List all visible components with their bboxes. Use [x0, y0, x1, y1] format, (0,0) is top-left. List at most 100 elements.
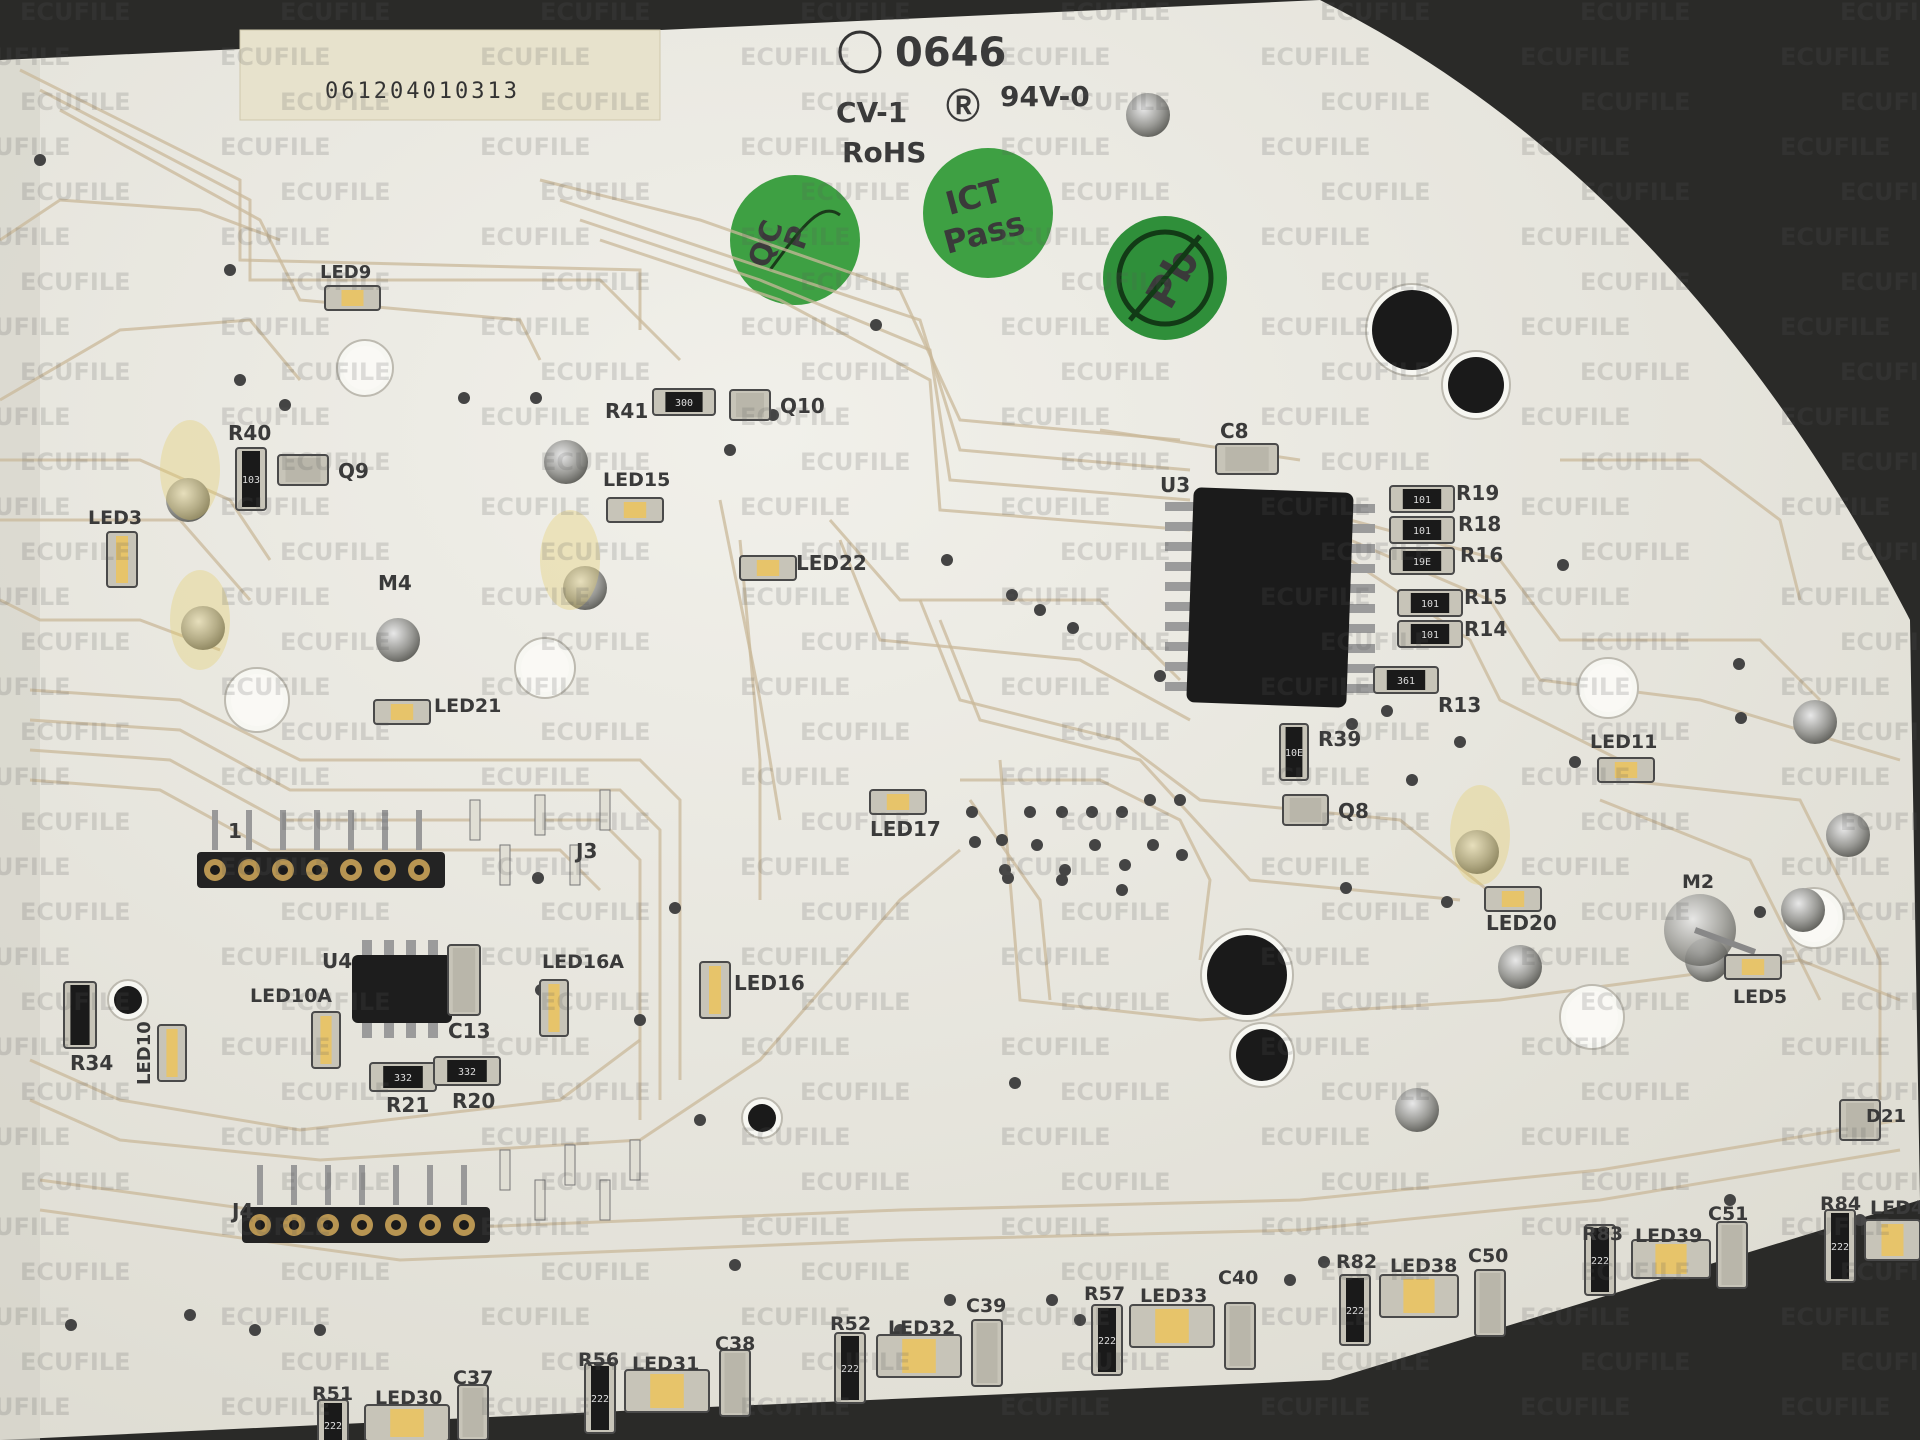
watermark-text: ECUFILE: [20, 988, 131, 1016]
u4-pin-top-3: [428, 940, 438, 960]
pad-4: [376, 618, 420, 662]
j3-stub-1: [534, 794, 546, 836]
watermark-text: ECUFILE: [1520, 763, 1631, 791]
watermark-text: ECUFILE: [540, 1168, 651, 1196]
r20-code: 332: [458, 1067, 476, 1078]
watermark-text: ECUFILE: [540, 898, 651, 926]
via-56: [1046, 1294, 1058, 1306]
watermark-text: ECUFILE: [1000, 853, 1111, 881]
watermark-text: ECUFILE: [1580, 88, 1691, 116]
designator-1: 1: [228, 819, 242, 843]
watermark-text: ECUFILE: [0, 763, 71, 791]
watermark-text: ECUFILE: [1520, 673, 1631, 701]
watermark-text: ECUFILE: [1780, 1393, 1891, 1421]
watermark-text: ECUFILE: [0, 1213, 71, 1241]
hole-8: [1566, 991, 1618, 1043]
via-9: [941, 554, 953, 566]
r20-top: [447, 1060, 487, 1082]
j3-lead-5: [382, 810, 388, 850]
watermark-text: ECUFILE: [280, 1078, 391, 1106]
r52-code: 222: [841, 1364, 859, 1375]
watermark-text: ECUFILE: [1000, 1303, 1111, 1331]
watermark-text: ECUFILE: [1840, 988, 1920, 1016]
trace-3: [0, 198, 281, 242]
led16a: [539, 979, 569, 1037]
led17: [869, 789, 927, 815]
watermark-text: ECUFILE: [1840, 88, 1920, 116]
watermark-text: ECUFILE: [1060, 268, 1171, 296]
watermark-text: ECUFILE: [1000, 673, 1111, 701]
watermark-text: ECUFILE: [1260, 1303, 1371, 1331]
watermark-text: ECUFILE: [540, 178, 651, 206]
j3-pin-hole-3: [312, 865, 322, 875]
r15: 101: [1397, 589, 1463, 617]
watermark-text: ECUFILE: [280, 988, 391, 1016]
hole-1: [231, 674, 283, 726]
c13: [447, 944, 481, 1016]
designator-d21: D21: [1866, 1106, 1906, 1127]
designator-r21: R21: [386, 1093, 429, 1117]
watermark-text: ECUFILE: [0, 1033, 71, 1061]
d21-top: [1846, 1103, 1874, 1137]
ic-u4: [352, 940, 452, 1038]
u3-pin-left-1: [1165, 522, 1195, 531]
watermark-text: ECUFILE: [1260, 1033, 1371, 1061]
watermark-text: ECUFILE: [1060, 628, 1171, 656]
watermark-text: ECUFILE: [1320, 1168, 1431, 1196]
u3-pin-left-5: [1165, 602, 1195, 611]
via-25: [1009, 1077, 1021, 1089]
r83-top: [1591, 1228, 1609, 1292]
watermark-text: ECUFILE: [1580, 1348, 1691, 1376]
watermark-text: ECUFILE: [1520, 1123, 1631, 1151]
r56: 222: [584, 1362, 616, 1434]
via-32: [1144, 794, 1156, 806]
led11: [1597, 757, 1655, 783]
watermark-text: ECUFILE: [0, 223, 71, 251]
via-52: [249, 1324, 261, 1336]
u3-pin-left-8: [1165, 662, 1195, 671]
trace-9: [29, 718, 662, 1100]
hole-7: [1584, 664, 1632, 712]
designator-led22: LED22: [796, 551, 867, 575]
led20-lens: [1501, 891, 1525, 907]
motor-needle-m2: [1693, 927, 1757, 955]
designator-led11: LED11: [1590, 731, 1657, 753]
r18-top: [1402, 520, 1442, 540]
watermark-text: ECUFILE: [220, 493, 331, 521]
u3-pin-right-5: [1345, 604, 1375, 613]
watermark-text: ECUFILE: [1780, 943, 1891, 971]
j4-pin-hole-6: [459, 1220, 469, 1230]
watermark-text: ECUFILE: [480, 1033, 591, 1061]
watermark-text: ECUFILE: [540, 88, 651, 116]
designator-c37: C37: [453, 1367, 493, 1389]
r41-top: [665, 392, 703, 412]
watermark-text: ECUFILE: [1780, 583, 1891, 611]
led16a-lens: [548, 984, 560, 1032]
watermark-text: ECUFILE: [1520, 583, 1631, 611]
pad-9: [1395, 1088, 1439, 1132]
via-38: [1089, 839, 1101, 851]
ic-u3: [1165, 487, 1375, 708]
u3-pin-right-7: [1345, 644, 1375, 653]
watermark-text: ECUFILE: [1840, 538, 1920, 566]
watermark-text: ECUFILE: [540, 808, 651, 836]
watermark-text: ECUFILE: [220, 943, 331, 971]
u4-pin-bottom-2: [406, 1018, 416, 1038]
led4x: [1864, 1219, 1920, 1261]
watermark-text: ECUFILE: [1060, 808, 1171, 836]
via-62: [944, 1294, 956, 1306]
c50: [1474, 1269, 1506, 1337]
designator-c51: C51: [1708, 1203, 1748, 1225]
via-51: [184, 1309, 196, 1321]
watermark-text: ECUFILE: [1320, 448, 1431, 476]
q8-top: [1289, 798, 1322, 822]
hole-0: [343, 346, 387, 390]
watermark-text: ECUFILE: [20, 358, 131, 386]
led20: [1484, 886, 1542, 912]
trace-17: [559, 198, 1191, 472]
watermark-text: ECUFILE: [280, 268, 391, 296]
watermark-text: ECUFILE: [220, 1213, 331, 1241]
rohs-marking: RoHS: [842, 136, 926, 169]
via-20: [1406, 774, 1418, 786]
